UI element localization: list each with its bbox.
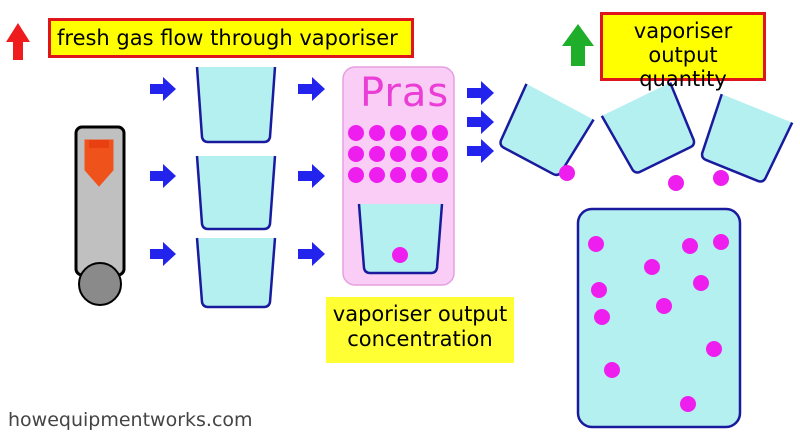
output-quantity-label: vaporiser output quantity: [600, 12, 766, 91]
output-quantity-line2: quantity: [639, 67, 727, 92]
fresh-gas-flow-label: fresh gas flow through vaporiser: [48, 18, 414, 58]
vaporiser-cup: [197, 67, 275, 142]
flowmeter-icon: [74, 125, 126, 306]
output-quantity-line1: vaporiser output: [633, 19, 733, 68]
flow-arrows-middle: [298, 77, 325, 266]
green-up-arrow-icon: [562, 24, 594, 66]
right-arrow-icon: [150, 77, 176, 101]
pras-label: Pras: [360, 70, 450, 116]
footer-site-credit: howequipmentworks.com: [8, 409, 253, 431]
right-arrow-icon: [298, 77, 325, 101]
right-arrow-icon: [150, 164, 176, 188]
vaporiser-cup: [197, 238, 275, 307]
right-arrow-icon: [150, 242, 176, 266]
vaporiser-cups: [195, 66, 277, 309]
fresh-gas-flow-text: fresh gas flow through vaporiser: [57, 26, 398, 50]
flow-arrows-left: [150, 77, 176, 266]
right-arrow-icon: [467, 110, 494, 134]
flow-arrows-right: [467, 81, 494, 163]
output-concentration-label: vaporiser output concentration: [326, 297, 514, 363]
output-concentration-line2: concentration: [347, 327, 493, 352]
right-arrow-icon: [298, 242, 325, 266]
vaporiser-cup: [197, 156, 275, 229]
right-arrow-icon: [467, 139, 494, 163]
pras-cup: [357, 203, 444, 275]
right-arrow-icon: [298, 164, 325, 188]
right-arrow-icon: [467, 81, 494, 105]
red-up-arrow-icon: [6, 23, 30, 60]
pouring-cups: [499, 82, 794, 191]
output-concentration-line1: vaporiser output: [332, 302, 508, 326]
collection-container: [576, 207, 742, 429]
vapour-molecules: [348, 125, 448, 183]
